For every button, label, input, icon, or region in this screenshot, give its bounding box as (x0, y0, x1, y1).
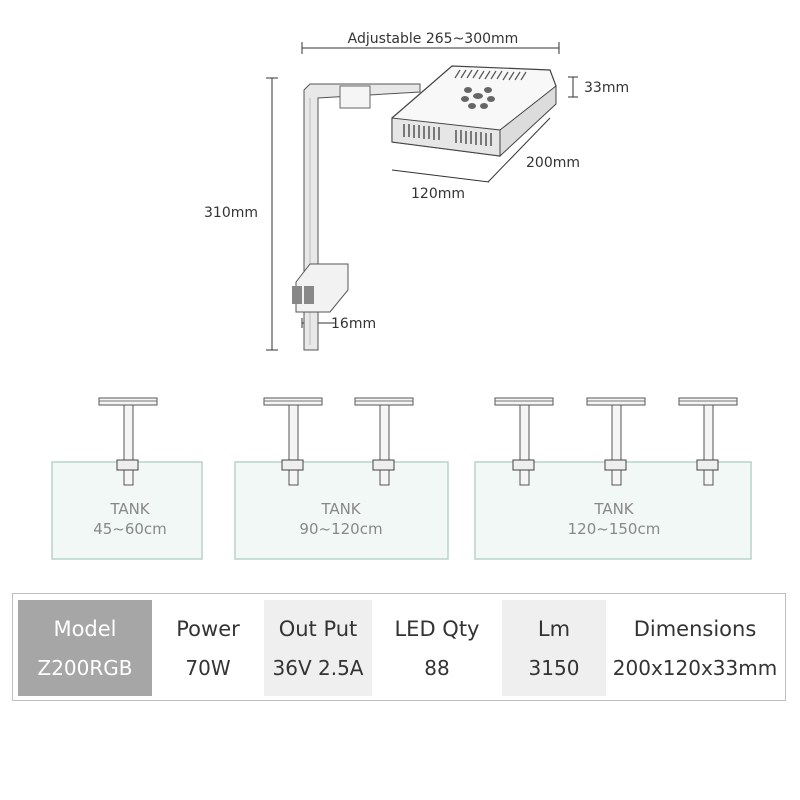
tank-range: 45~60cm (93, 520, 167, 538)
spec-header: Lm (537, 616, 571, 641)
spec-table: Model Z200RGB Power 70W Out Put 36V 2.5A… (12, 593, 786, 701)
depth-label: 200mm (526, 155, 580, 171)
spec-model: Model Z200RGB (18, 600, 152, 696)
tank-range: 90~120cm (299, 520, 382, 538)
spec-dimensions: Dimensions 200x120x33mm (606, 600, 784, 696)
tank-label: TANK (109, 500, 150, 518)
spec-value: 200x120x33mm (612, 655, 778, 680)
light-unit (586, 397, 646, 486)
spec-value: 70W (185, 655, 231, 680)
tank-range: 120~150cm (568, 520, 661, 538)
clamp-label: 16mm (331, 316, 376, 332)
tank-1: TANK 45~60cm (51, 397, 203, 560)
spec-header: LED Qty (394, 616, 480, 641)
light-unit (494, 397, 554, 486)
spec-power: Power 70W (152, 600, 264, 696)
spec-header: Dimensions (633, 616, 757, 641)
tank-2: TANK 90~120cm (234, 397, 449, 560)
spec-value: 36V 2.5A (272, 655, 364, 680)
tank-installation-diagram: TANK 45~60cm TANK 90~120cm (51, 397, 752, 560)
light-fixture (391, 65, 557, 158)
spec-led-qty: LED Qty 88 (372, 600, 502, 696)
light-unit (678, 397, 738, 486)
mounting-arm (303, 83, 421, 351)
width-label: Adjustable 265~300mm (348, 31, 519, 47)
spec-value: 3150 (528, 655, 580, 680)
spec-output: Out Put 36V 2.5A (264, 600, 372, 696)
light-unit (263, 397, 323, 486)
light-unit (98, 397, 158, 486)
spec-header: Power (176, 616, 240, 641)
front-width-label: 120mm (411, 186, 465, 202)
tank-label: TANK (593, 500, 634, 518)
spec-value: 88 (424, 655, 450, 680)
light-unit (354, 397, 414, 486)
spec-value: Z200RGB (37, 655, 133, 680)
tank-label: TANK (320, 500, 361, 518)
tank-clamp (292, 263, 349, 313)
spec-header: Model (53, 616, 117, 641)
product-dimension-drawing: Adjustable 265~300mm 310mm 33mm 200mm 12… (204, 31, 629, 351)
spec-header: Out Put (278, 616, 358, 641)
total-height-label: 310mm (204, 205, 258, 221)
light-height-label: 33mm (584, 80, 629, 96)
spec-lumen: Lm 3150 (502, 600, 606, 696)
tank-3: TANK 120~150cm (474, 397, 752, 560)
